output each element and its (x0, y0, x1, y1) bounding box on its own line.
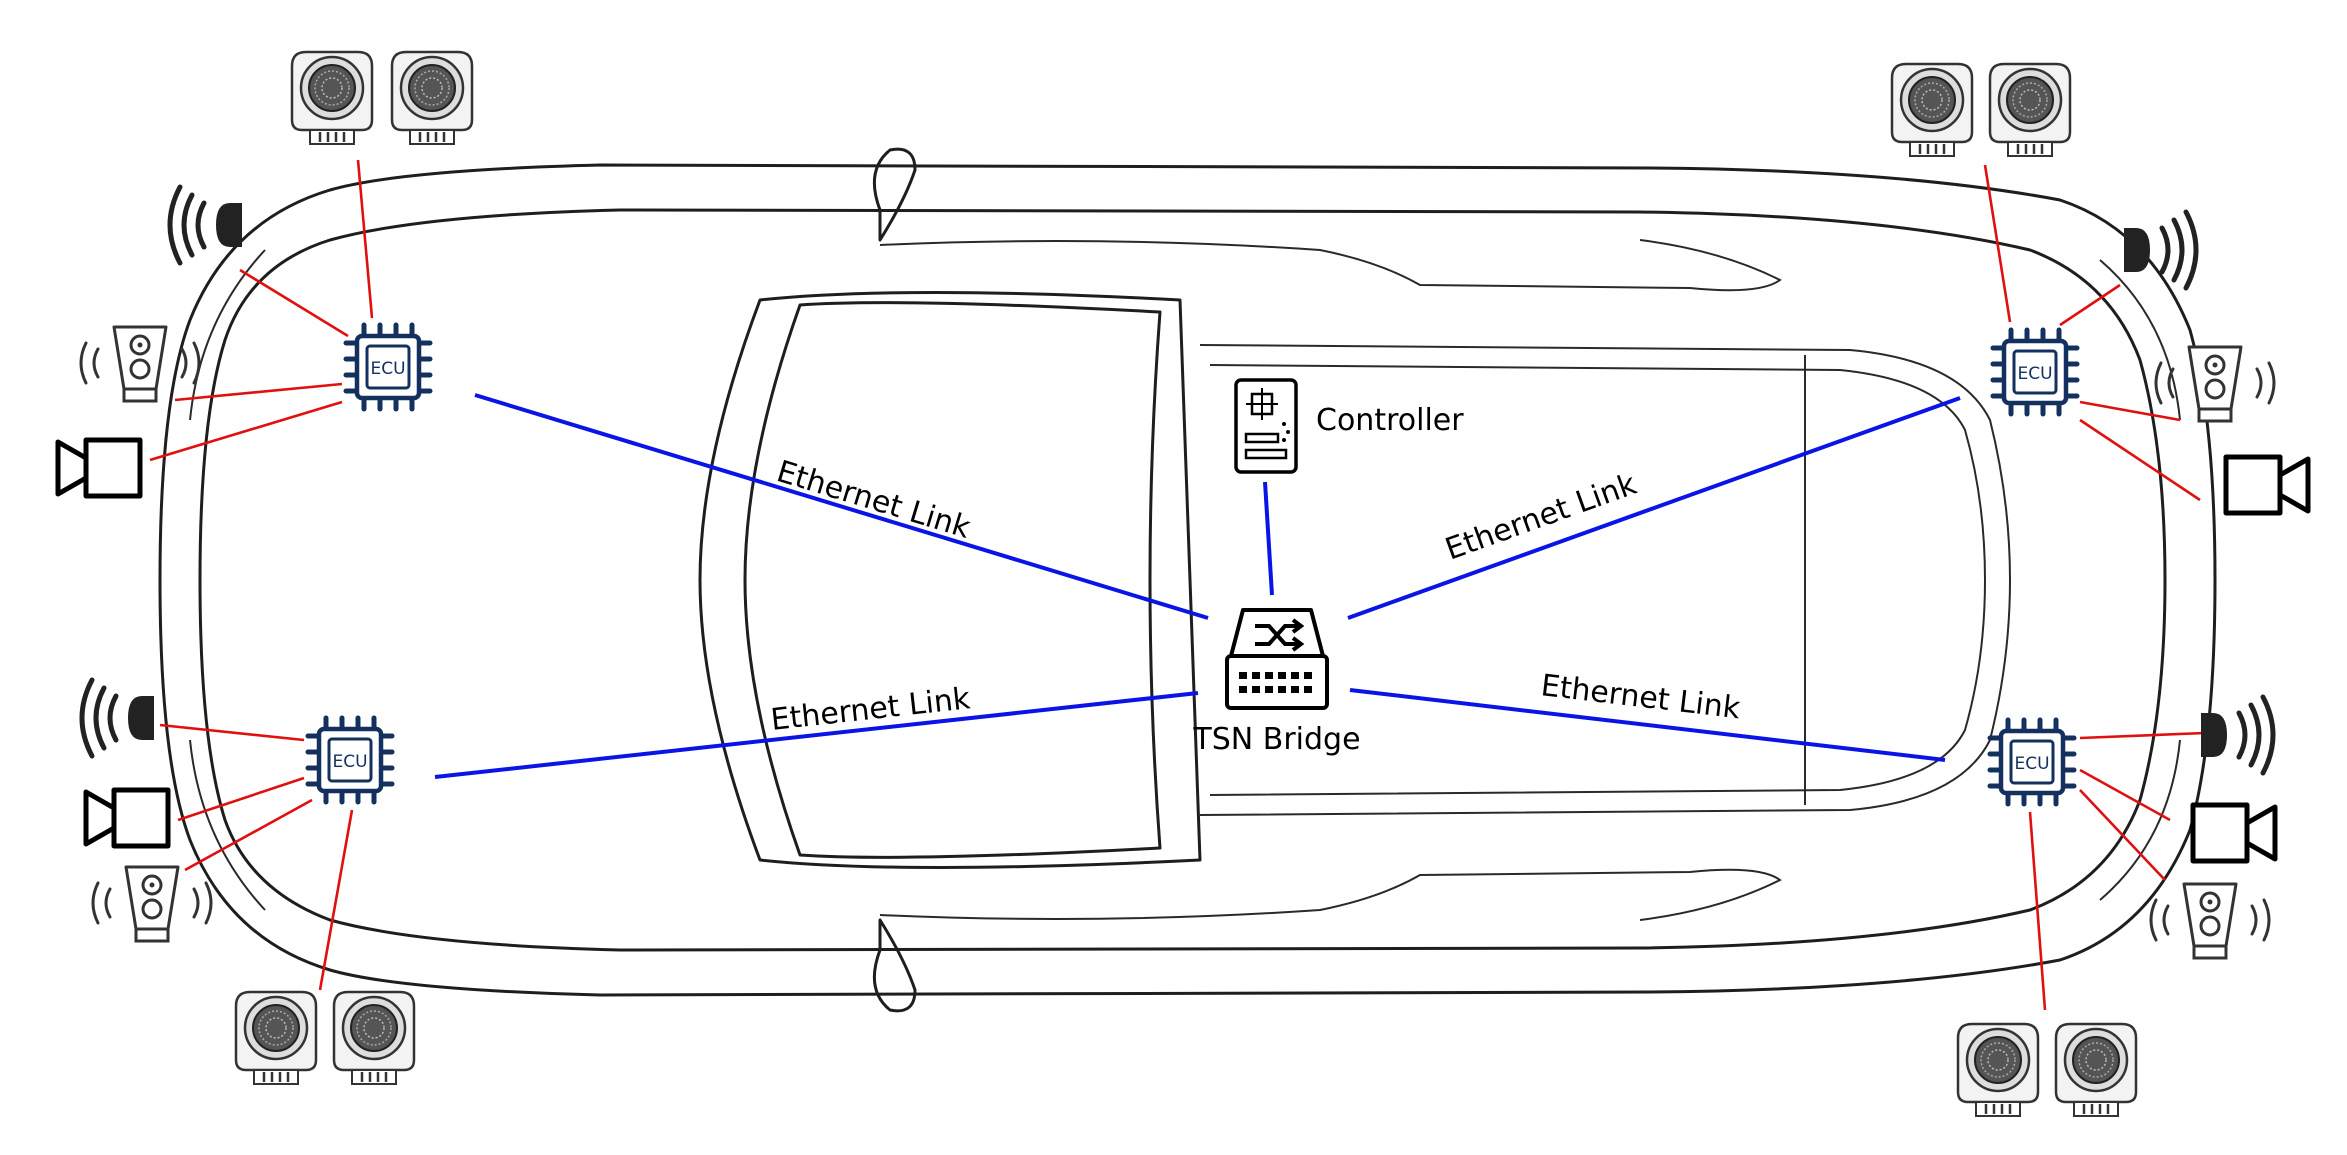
wire-bl-camera (177, 776, 305, 822)
controller-label: Controller (1316, 403, 1464, 438)
lidar-sensor-icon (1956, 1022, 2040, 1118)
wire-tr-speaker (2059, 283, 2121, 327)
lidar-sensor-icon (1988, 62, 2072, 158)
ecu-label: ECU (2014, 754, 2049, 774)
link-label-top-left: Ethernet Link (773, 454, 975, 546)
wire-bl-speaker (159, 723, 305, 742)
wire-tl-camera (149, 400, 343, 462)
controller-board-icon (1234, 378, 1298, 474)
wire-tr-camera (2079, 418, 2201, 502)
tsn-switch-icon (1225, 608, 1329, 710)
ecu-label: ECU (332, 752, 367, 772)
ecu-label: ECU (370, 359, 405, 379)
ethernet-link-bottom-right (1349, 688, 1946, 762)
lidar-pair-bottom-left (234, 990, 416, 1086)
radar-icon (91, 865, 213, 943)
lidar-sensor-icon (332, 990, 416, 1086)
wire-tl-lidar (356, 159, 374, 319)
ethernet-link-bottom-left (434, 691, 1199, 779)
lidar-sensor-icon (1890, 62, 1974, 158)
ethernet-links (434, 393, 1961, 779)
wire-tr-lidar (1983, 164, 2012, 323)
ecu-bottom-right: ECU (1990, 720, 2074, 804)
ecu-bottom-left: ECU (308, 718, 392, 802)
ecu-label: ECU (2017, 364, 2052, 384)
wire-br-camera (2079, 768, 2171, 822)
ethernet-link-top-left (474, 393, 1209, 620)
tsn-bridge: TSN Bridge (1192, 608, 1361, 757)
controller-link (1263, 481, 1274, 596)
lidar-pair-top-left (290, 50, 474, 146)
controller: Controller (1234, 378, 1464, 474)
lidar-sensor-icon (390, 50, 474, 146)
camera-icon (2193, 805, 2275, 861)
ethernet-link-top-right (1347, 396, 1961, 620)
camera-icon (86, 790, 168, 846)
car-outline (158, 147, 2217, 1013)
radar-icon (79, 325, 201, 403)
wire-br-radar (2079, 789, 2166, 881)
wire-bl-lidar (318, 809, 354, 991)
camera-icon (2226, 457, 2308, 513)
lidar-pair-top-right (1890, 62, 2072, 158)
ecu-top-right: ECU (1993, 330, 2077, 414)
wire-tl-speaker (239, 268, 349, 338)
wire-br-speaker (2079, 731, 2206, 740)
wire-br-lidar (2028, 811, 2047, 1011)
wire-tr-radar (2079, 400, 2181, 422)
link-label-top-right: Ethernet Link (1441, 467, 1642, 568)
sensor-wiring (149, 159, 2206, 1011)
speaker-icon (82, 680, 154, 756)
wire-bl-radar (184, 798, 313, 872)
lidar-pair-bottom-right (1956, 1022, 2138, 1118)
speaker-icon (2201, 697, 2273, 773)
lidar-sensor-icon (290, 50, 374, 146)
ecu-top-left: ECU (346, 325, 430, 409)
lidar-sensor-icon (234, 990, 318, 1086)
radar-icon (2149, 882, 2271, 960)
lidar-sensor-icon (2054, 1022, 2138, 1118)
wire-tl-radar (174, 382, 343, 402)
camera-icon (58, 440, 140, 496)
bridge-label: TSN Bridge (1192, 722, 1360, 757)
